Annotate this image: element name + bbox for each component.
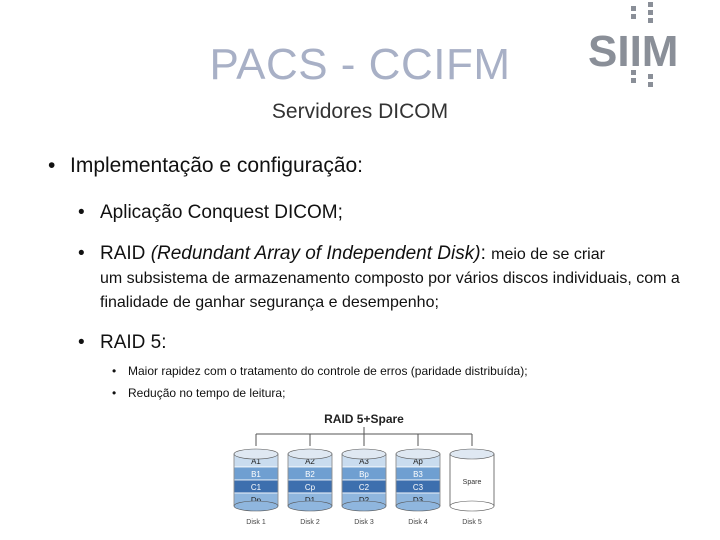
logo-text: SIIM — [588, 27, 678, 76]
bullet-dot: • — [48, 154, 56, 177]
disk-block-label: A2 — [305, 457, 315, 466]
bullet-main-text: Implementação e configuração: — [70, 154, 364, 177]
sub-bullet-speed: • Maior rapidez com o tratamento do contr… — [112, 364, 528, 378]
bullet-raid-definition: • RAID (Redundant Array of Independent Di… — [78, 241, 688, 315]
disk-block-label: C3 — [413, 483, 424, 492]
bullet-dot: • — [112, 364, 117, 378]
disk-bottom — [449, 500, 495, 512]
disk-block-label: B2 — [305, 470, 315, 479]
disk-block-label: Ap — [413, 457, 423, 466]
disk-block-label: B1 — [251, 470, 261, 479]
disk-block-label: D3 — [413, 496, 424, 505]
disk-top — [287, 448, 333, 460]
disk-label: Disk 2 — [300, 519, 320, 526]
disk-label: Disk 4 — [408, 519, 428, 526]
disk-bottom — [233, 500, 279, 512]
disk-block-label: Cp — [305, 483, 316, 492]
raid-lead: RAID — [100, 243, 151, 264]
disk-block-label: Spare — [463, 479, 482, 486]
bullet-main: • Implementação e configuração: — [48, 154, 363, 178]
raid-def-cont: um subsistema de armazenamento composto … — [100, 270, 680, 311]
bullet-raid5: • RAID 5: — [78, 330, 167, 355]
bullet-dot: • — [112, 386, 117, 400]
bullet-conquest-text: Aplicação Conquest DICOM; — [100, 202, 343, 223]
bullet-dot: • — [78, 202, 85, 223]
disk-block-label: Bp — [359, 470, 369, 479]
disk-block-label: C1 — [251, 483, 262, 492]
bullet-raid5-text: RAID 5: — [100, 332, 167, 353]
slide-title: PACS - CCIFM — [209, 40, 511, 89]
siim-logo: SIIM — [588, 2, 678, 87]
disk-block-label: A3 — [359, 457, 369, 466]
bullet-dot: • — [78, 243, 85, 264]
slide-subtitle: Servidores DICOM — [271, 100, 449, 123]
raid-colon: : — [480, 243, 492, 264]
disk-bottom — [287, 500, 333, 512]
disk-block-label: D1 — [305, 496, 316, 505]
disk-block-label: A1 — [251, 457, 261, 466]
disk-block-label: B3 — [413, 470, 423, 479]
raid-def-first: meio de se criar — [491, 246, 605, 263]
raid-diagram-title: RAID 5+Spare — [324, 412, 404, 426]
disk-top — [233, 448, 279, 460]
disk-top — [395, 448, 441, 460]
sub-bullet-read: • Redução no tempo de leitura; — [112, 386, 285, 400]
disk-bottom — [341, 500, 387, 512]
disk-block-label: C2 — [359, 483, 370, 492]
raid-expansion: (Redundant Array of Independent Disk) — [150, 243, 481, 264]
sub-bullet-read-text: Redução no tempo de leitura; — [128, 386, 286, 400]
bullet-dot: • — [78, 332, 85, 353]
sub-bullet-speed-text: Maior rapidez com o tratamento do contro… — [128, 364, 528, 378]
disk-block-label: D2 — [359, 496, 370, 505]
disk-block-label: Dp — [251, 496, 262, 505]
disk-top — [449, 448, 495, 460]
disk-top — [341, 448, 387, 460]
disk-label: Disk 3 — [354, 519, 374, 526]
disk-bottom — [395, 500, 441, 512]
disk-label: Disk 5 — [462, 519, 482, 526]
disk-body — [449, 453, 495, 507]
disk-label: Disk 1 — [246, 519, 266, 526]
bullet-conquest: • Aplicação Conquest DICOM; — [78, 200, 343, 225]
